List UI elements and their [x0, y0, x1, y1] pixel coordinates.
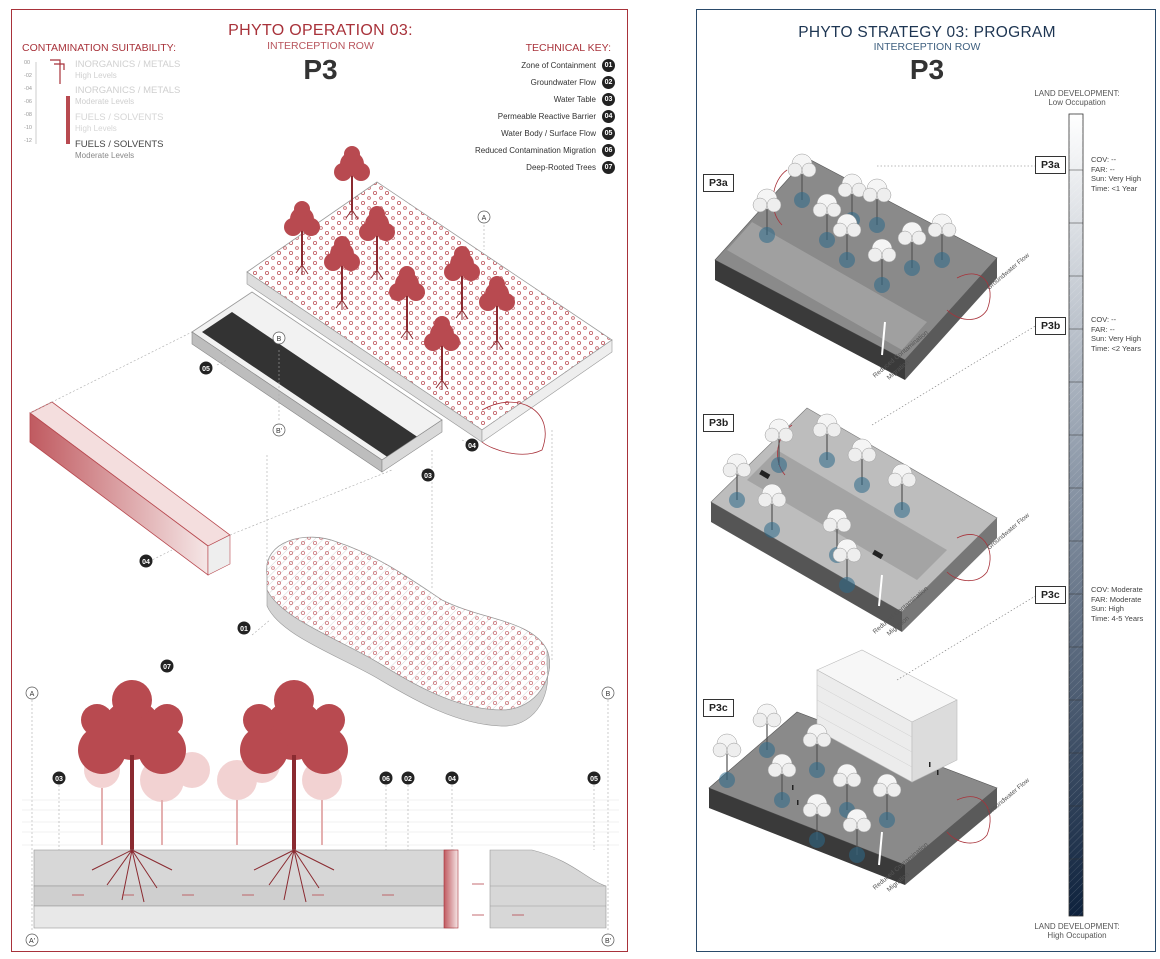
number-badge: 01 [602, 58, 615, 72]
exploded-axonometric-diagram: A B B' 05 04 03 04 01 07 [22, 145, 619, 947]
callout-01: 01 [240, 626, 248, 633]
program-subtitle: INTERCEPTION ROW [873, 41, 981, 53]
program-panel: PHYTO STRATEGY 03: PROGRAM INTERCEPTION … [696, 9, 1156, 952]
section-callout-a-prime: A' [29, 938, 35, 945]
scale-tick: -06 [24, 99, 32, 105]
callout-03: 03 [424, 473, 432, 480]
section-callout-02: 02 [404, 776, 412, 783]
callout-04: 04 [142, 559, 150, 566]
program-diagrams: Groundwater Flow Reduced Contamination M… [708, 113, 1084, 917]
scale-tick: -08 [24, 112, 32, 118]
scale-tick: -02 [24, 73, 32, 79]
operation-subtitle: INTERCEPTION ROW [267, 40, 374, 52]
operation-panel: PHYTO OPERATION 03: INTERCEPTION ROW P3 … [11, 9, 628, 952]
callout-07: 07 [163, 664, 171, 671]
number-badge: 02 [602, 75, 615, 89]
callout-04: 04 [468, 443, 476, 450]
scale-tick: -12 [24, 138, 32, 144]
scale-tick: -04 [24, 86, 32, 92]
scale-tag-p3c: P3c [1035, 586, 1066, 604]
operation-code: P3 [303, 54, 338, 85]
scale-tag-p3b: P3b [1035, 317, 1067, 335]
section-drawing: A B A' B' 03 06 02 04 05 [22, 680, 619, 947]
program-code: P3 [909, 54, 945, 85]
scale-bottom-label: LAND DEVELOPMENT: High Occupation [1034, 922, 1120, 940]
number-badge: 07 [602, 160, 615, 174]
number-badge: 03 [602, 92, 615, 106]
section-callout-b: B [606, 691, 611, 698]
stage-tag-p3c: P3c [703, 699, 734, 717]
number-badge: 06 [602, 143, 615, 157]
operation-title: PHYTO OPERATION 03: [228, 22, 413, 39]
section-callout-b-prime: B' [605, 938, 611, 945]
scale-tick: 00 [24, 60, 30, 66]
suitability-heading: CONTAMINATION SUITABILITY: [22, 42, 177, 54]
program-title: PHYTO STRATEGY 03: PROGRAM [798, 24, 1056, 41]
suitability-scale: 00 -02 -04 -06 -08 -10 -12 [24, 59, 70, 144]
section-callout-05: 05 [590, 776, 598, 783]
technical-key-heading: TECHNICAL KEY: [525, 42, 611, 54]
section-callout-a: A [30, 691, 35, 698]
number-badge: 04 [602, 109, 615, 123]
section-callout-03: 03 [55, 776, 63, 783]
scale-tag-p3a: P3a [1035, 156, 1066, 174]
scale-top-label: LAND DEVELOPMENT: Low Occupation [1034, 89, 1120, 107]
callout-b: B [277, 336, 282, 343]
stage-tag-p3b: P3b [703, 414, 735, 432]
callout-b-prime: B' [276, 428, 282, 435]
section-callout-04: 04 [448, 776, 456, 783]
scale-tick: -10 [24, 125, 32, 131]
stage-tag-p3a: P3a [703, 174, 734, 192]
callout-05: 05 [202, 366, 210, 373]
number-badge: 05 [602, 126, 615, 140]
section-callout-06: 06 [382, 776, 390, 783]
callout-a: A [482, 215, 487, 222]
